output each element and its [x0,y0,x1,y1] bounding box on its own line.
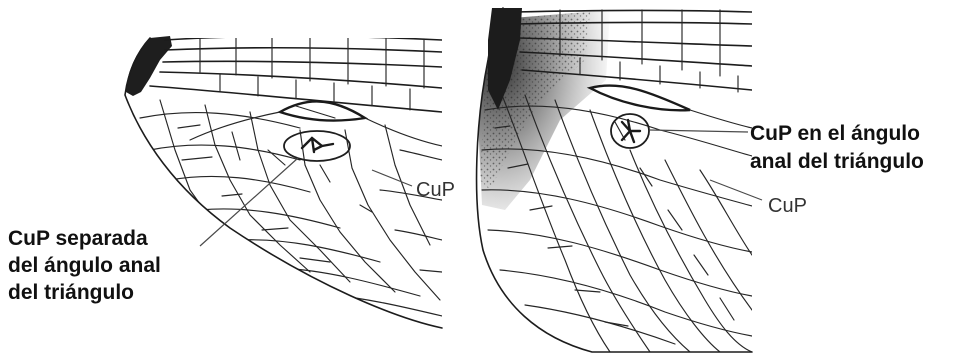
left-callout-leader [200,158,298,246]
right-wing [477,8,762,352]
right-wing-venation [478,10,752,352]
right-cup-label: CuP [768,195,807,217]
left-callout-line-2: del ángulo anal [8,254,161,277]
right-callout-line-2: anal del triángulo [750,150,924,173]
left-wing-cup-vein-glyph [302,138,333,152]
left-callout-line-3: del triángulo [8,281,134,304]
left-wing-venation [140,36,442,316]
left-callout: CuP separada del ángulo anal del triángu… [8,227,161,304]
left-wing-cup-highlight [284,131,350,161]
right-callout: CuP en el ángulo anal del triángulo [750,122,924,173]
left-wing-outline [125,38,442,328]
left-cup-label: CuP [416,179,455,201]
right-callout-line-1: CuP en el ángulo [750,122,920,145]
left-cup-leader [372,170,412,186]
left-wing [125,36,442,328]
left-callout-line-1: CuP separada [8,227,148,250]
